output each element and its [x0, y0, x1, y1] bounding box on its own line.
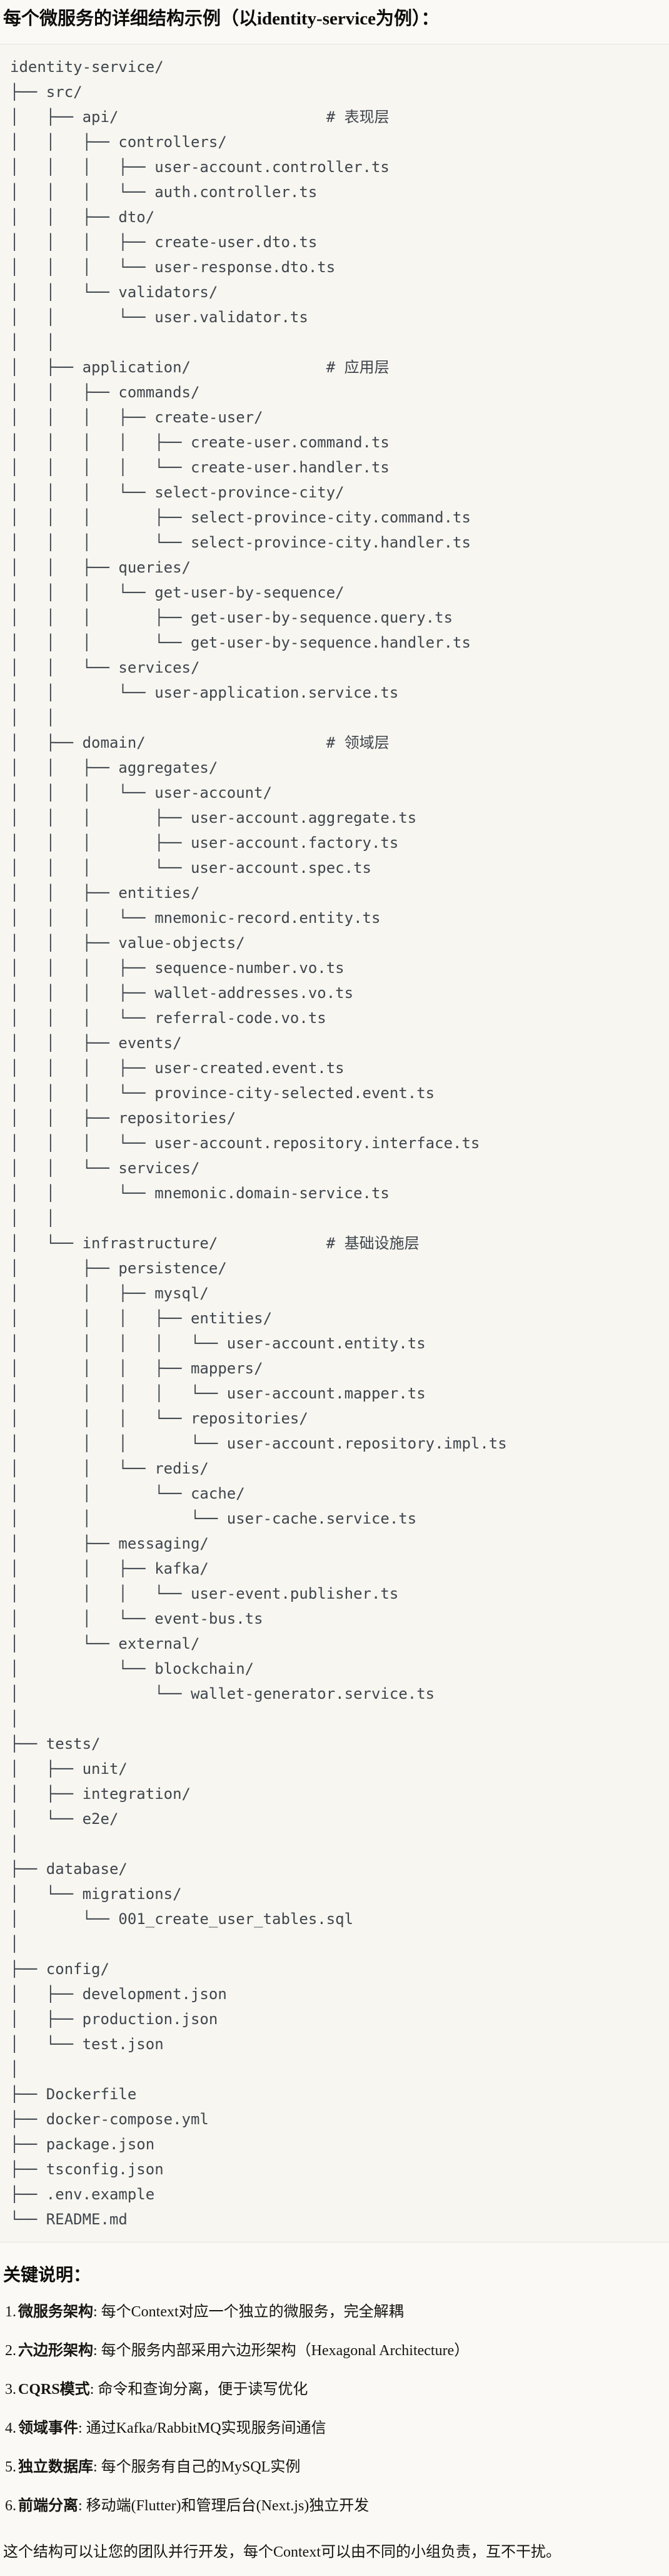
note-number: 2.: [5, 2343, 16, 2359]
note-number: 6.: [5, 2498, 16, 2514]
key-notes-section: 关键说明： 1.微服务架构: 每个Context对应一个独立的微服务，完全解耦 …: [0, 2265, 669, 2562]
note-number: 1.: [5, 2304, 16, 2320]
note-term: CQRS模式: [18, 2381, 90, 2398]
note-description: : 每个服务有自己的MySQL实例: [93, 2459, 301, 2475]
note-term: 微服务架构: [18, 2304, 93, 2320]
note-number: 4.: [5, 2420, 16, 2436]
page-title: 每个微服务的详细结构示例（以identity-service为例）：: [3, 9, 440, 29]
note-number: 5.: [5, 2459, 16, 2475]
note-item: 2.六边形架构: 每个服务内部采用六边形架构（Hexagonal Archite…: [3, 2341, 663, 2360]
note-description: : 通过Kafka/RabbitMQ实现服务间通信: [78, 2420, 326, 2436]
note-term: 领域事件: [18, 2420, 78, 2436]
note-number: 3.: [5, 2381, 16, 2398]
notes-heading: 关键说明：: [3, 2266, 91, 2285]
note-term: 独立数据库: [18, 2459, 93, 2475]
note-term: 前端分离: [18, 2498, 78, 2514]
note-description: : 每个Context对应一个独立的微服务，完全解耦: [93, 2304, 404, 2320]
note-item: 1.微服务架构: 每个Context对应一个独立的微服务，完全解耦: [3, 2303, 663, 2321]
file-tree-code-block: identity-service/ ├── src/ │ ├── api/ # …: [0, 44, 669, 2243]
note-item: 3.CQRS模式: 命令和查询分离，便于读写优化: [3, 2380, 663, 2399]
note-item: 4.领域事件: 通过Kafka/RabbitMQ实现服务间通信: [3, 2419, 663, 2438]
file-tree-text: identity-service/ ├── src/ │ ├── api/ # …: [10, 58, 507, 2228]
closing-paragraph: 这个结构可以让您的团队并行开发，每个Context可以由不同的小组负责，互不干扰…: [3, 2544, 561, 2560]
note-description: : 命令和查询分离，便于读写优化: [89, 2381, 308, 2398]
note-item: 6.前端分离: 移动端(Flutter)和管理后台(Next.js)独立开发: [3, 2497, 663, 2515]
note-term: 六边形架构: [18, 2343, 93, 2359]
note-item: 5.独立数据库: 每个服务有自己的MySQL实例: [3, 2458, 663, 2477]
note-description: : 每个服务内部采用六边形架构（Hexagonal Architecture）: [93, 2343, 470, 2359]
note-description: : 移动端(Flutter)和管理后台(Next.js)独立开发: [78, 2498, 370, 2514]
